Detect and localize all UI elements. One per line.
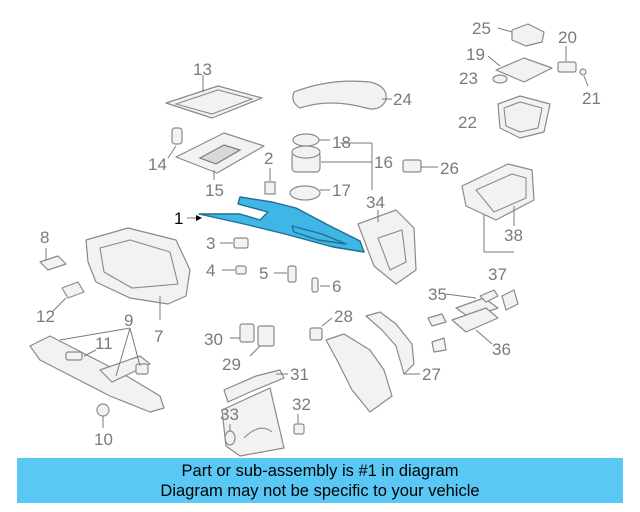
callout-17: 17 (332, 181, 351, 200)
callout-4: 4 (206, 261, 215, 280)
callout-18: 18 (332, 133, 351, 152)
part-36-switches (427, 289, 519, 353)
callout-22: 22 (458, 113, 477, 132)
part-13-tray-lid (165, 75, 263, 119)
callout-1: 1 (174, 209, 183, 228)
callout-32: 32 (292, 395, 311, 414)
part-23-spring (492, 74, 508, 84)
part-1-console-trim (187, 196, 365, 253)
part-25-latch (497, 23, 545, 47)
part-38-glovebox (461, 163, 535, 253)
part-8-bracket (39, 248, 67, 271)
part-24-armrest (292, 80, 392, 110)
part-30-bracket (230, 323, 255, 343)
part-16-cupholder (289, 133, 373, 201)
callout-20: 20 (558, 28, 577, 47)
callout-23: 23 (459, 69, 478, 88)
part-7-frame (85, 227, 191, 320)
part-3-clip (220, 237, 249, 249)
callout-11: 11 (95, 334, 113, 353)
callout-27: 27 (422, 365, 441, 384)
part-35-panel (445, 289, 499, 319)
callout-15: 15 (205, 181, 224, 200)
callout-12: 12 (36, 307, 55, 326)
callout-5: 5 (259, 264, 268, 283)
callout-34: 34 (366, 193, 385, 212)
part-29-bracket (249, 325, 275, 357)
callout-33: 33 (220, 405, 239, 424)
part-27-side-panel (325, 311, 420, 413)
part-33-clip (224, 424, 236, 446)
part-19-lid (487, 55, 553, 83)
callout-24: 24 (393, 90, 412, 109)
callout-13: 13 (193, 60, 212, 79)
callout-37: 37 (488, 265, 507, 284)
callout-16: 16 (374, 153, 393, 172)
part-34-panel (357, 209, 417, 285)
callout-19: 19 (466, 45, 485, 64)
callout-3: 3 (206, 234, 215, 253)
callout-9: 9 (124, 311, 133, 330)
banner-line-1: Part or sub-assembly is #1 in diagram (181, 462, 459, 480)
callout-28: 28 (334, 307, 353, 326)
callout-35: 35 (428, 285, 447, 304)
part-2-clip (264, 168, 276, 195)
part-5-screw (274, 265, 297, 283)
part-4-nut (222, 265, 247, 275)
part-28-clip (309, 317, 333, 341)
part-31-trim (223, 369, 288, 403)
info-banner: Part or sub-assembly is #1 in diagram Di… (17, 458, 623, 503)
part-6-screw (311, 277, 330, 293)
callout-36: 36 (492, 340, 511, 359)
part-12-bracket (51, 281, 85, 313)
callout-38: 38 (504, 226, 523, 245)
callout-31: 31 (290, 365, 309, 384)
callout-6: 6 (332, 277, 341, 296)
part-32-cover (221, 387, 305, 457)
callout-8: 8 (40, 228, 49, 247)
part-26-switch (402, 159, 438, 173)
callout-30: 30 (204, 330, 223, 349)
banner-line-2: Diagram may not be specific to your vehi… (160, 482, 480, 500)
callout-25: 25 (472, 19, 491, 38)
part-9-lower-trim (29, 327, 165, 413)
part-14-knob (167, 127, 183, 159)
part-21-pin (579, 68, 589, 87)
callout-26: 26 (440, 159, 459, 178)
part-10-button (96, 403, 110, 428)
callout-29: 29 (222, 355, 241, 374)
part-20-hinge (557, 46, 577, 73)
callout-2: 2 (264, 149, 273, 168)
callout-7: 7 (154, 327, 163, 346)
callout-10: 10 (94, 430, 113, 449)
part-15-bezel (175, 132, 265, 180)
callout-14: 14 (148, 155, 167, 174)
callout-21: 21 (582, 89, 601, 108)
part-22-bin (497, 95, 551, 139)
